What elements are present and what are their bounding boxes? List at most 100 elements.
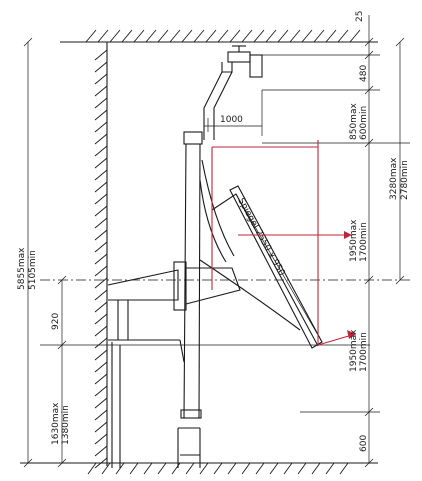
hatch-stroke bbox=[265, 29, 277, 43]
dimension-lines bbox=[23, 15, 405, 468]
hatch-stroke bbox=[395, 37, 405, 47]
arrow-lower bbox=[347, 330, 356, 339]
hatch-stroke bbox=[171, 462, 181, 475]
hatch-stroke bbox=[185, 462, 195, 475]
wall-hatching bbox=[94, 49, 108, 469]
hatch-stroke bbox=[227, 462, 237, 475]
hatch-stroke bbox=[57, 275, 67, 285]
dim-600min: 600min bbox=[359, 106, 369, 140]
hatch-stroke bbox=[94, 169, 108, 181]
hatch-stroke bbox=[255, 462, 265, 475]
dimension-labels: 25 480 1000 850max 600min 3280max 2780mi… bbox=[17, 11, 410, 452]
hatch-stroke bbox=[94, 433, 108, 445]
hatch-stroke bbox=[87, 462, 97, 475]
hatch-stroke bbox=[241, 462, 251, 475]
hatch-stroke bbox=[133, 29, 145, 43]
hatch-stroke bbox=[94, 109, 108, 121]
hatch-stroke bbox=[94, 133, 108, 145]
hatch-stroke bbox=[325, 29, 337, 43]
hatch-stroke bbox=[94, 301, 108, 313]
hatch-stroke bbox=[253, 29, 265, 43]
hatch-stroke bbox=[94, 73, 108, 85]
hatch-stroke bbox=[94, 229, 108, 241]
hatch-stroke bbox=[157, 29, 169, 43]
dim-1950max-upper: 1950max bbox=[349, 219, 359, 262]
hatch-stroke bbox=[283, 462, 293, 475]
hatch-stroke bbox=[94, 145, 108, 157]
floor-hatching bbox=[87, 462, 349, 475]
hatch-stroke bbox=[157, 462, 167, 475]
dim-1630max: 1630max bbox=[51, 402, 61, 445]
hatch-stroke bbox=[277, 29, 289, 43]
hatch-stroke bbox=[364, 458, 374, 468]
hatch-stroke bbox=[94, 349, 108, 361]
arrow-upper bbox=[344, 231, 352, 239]
hatch-stroke bbox=[94, 421, 108, 433]
dim-850max: 850max bbox=[349, 103, 359, 140]
hatch-stroke bbox=[143, 462, 153, 475]
hatch-stroke bbox=[94, 85, 108, 97]
hatch-stroke bbox=[94, 397, 108, 409]
hatch-stroke bbox=[339, 462, 349, 475]
hatch-stroke bbox=[181, 29, 193, 43]
hatch-stroke bbox=[325, 462, 335, 475]
hatch-stroke bbox=[364, 275, 374, 285]
dim-1700min-upper: 1700min bbox=[359, 222, 369, 262]
hatch-stroke bbox=[101, 462, 111, 475]
dim-2780min: 2780min bbox=[400, 160, 410, 200]
hatch-stroke bbox=[297, 462, 307, 475]
dim-920: 920 bbox=[51, 313, 61, 330]
mirror-assembly: Spiegel 2550 x 950 bbox=[199, 185, 323, 349]
dim-600: 600 bbox=[359, 435, 369, 452]
dim-480: 480 bbox=[359, 65, 369, 82]
hatch-stroke bbox=[109, 29, 121, 43]
dim-1380min: 1380min bbox=[61, 405, 71, 445]
dim-1950max-lower: 1950max bbox=[349, 329, 359, 372]
hatch-stroke bbox=[94, 241, 108, 253]
hatch-stroke bbox=[115, 462, 125, 475]
hatch-stroke bbox=[94, 313, 108, 325]
hatch-stroke bbox=[364, 37, 374, 47]
hatch-stroke bbox=[94, 277, 108, 289]
hatch-stroke bbox=[23, 37, 33, 47]
hatch-stroke bbox=[94, 193, 108, 205]
hatch-stroke bbox=[94, 409, 108, 421]
wall bbox=[94, 42, 108, 469]
ceiling-hatching bbox=[85, 29, 361, 43]
dim-3280max: 3280max bbox=[389, 157, 399, 200]
hatch-stroke bbox=[311, 462, 321, 475]
hatch-stroke bbox=[57, 340, 67, 350]
hatch-stroke bbox=[94, 253, 108, 265]
hatch-stroke bbox=[349, 29, 361, 43]
support-column bbox=[180, 131, 235, 419]
hatch-stroke bbox=[241, 29, 253, 43]
hatch-stroke bbox=[94, 217, 108, 229]
hatch-stroke bbox=[145, 29, 157, 43]
hatch-stroke bbox=[395, 275, 405, 285]
hatch-stroke bbox=[94, 445, 108, 457]
hatch-stroke bbox=[199, 462, 209, 475]
hatch-stroke bbox=[217, 29, 229, 43]
hatch-stroke bbox=[301, 29, 313, 43]
dim-1700min-lower: 1700min bbox=[359, 332, 369, 372]
hatch-stroke bbox=[94, 289, 108, 301]
hatch-stroke bbox=[364, 407, 374, 417]
ceiling-mount bbox=[203, 45, 263, 140]
hatch-stroke bbox=[337, 29, 349, 43]
hatch-stroke bbox=[94, 385, 108, 397]
hatch-stroke bbox=[94, 361, 108, 373]
hatch-stroke bbox=[94, 373, 108, 385]
hatch-stroke bbox=[364, 85, 374, 95]
hatch-stroke bbox=[205, 29, 217, 43]
hatch-stroke bbox=[97, 29, 109, 43]
hatch-stroke bbox=[289, 29, 301, 43]
center-hub bbox=[107, 261, 241, 363]
hatch-stroke bbox=[313, 29, 325, 43]
hatch-stroke bbox=[94, 61, 108, 73]
hatch-stroke bbox=[23, 458, 33, 468]
floor bbox=[20, 462, 378, 475]
hatch-stroke bbox=[94, 181, 108, 193]
hatch-stroke bbox=[193, 29, 205, 43]
hatch-stroke bbox=[57, 458, 67, 468]
